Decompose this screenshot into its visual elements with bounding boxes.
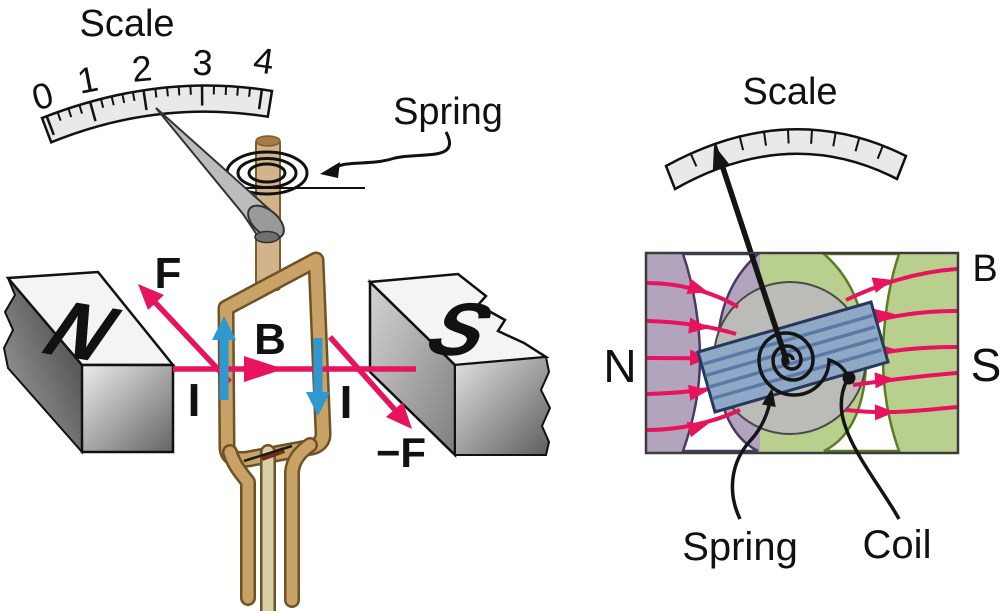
field-vector-B — [173, 356, 416, 382]
coil-leader-line — [839, 379, 901, 520]
wire-splice — [260, 447, 286, 461]
scale-number-2: 2 — [130, 47, 154, 90]
wire-connection-line — [243, 444, 293, 463]
force-vector-negF — [327, 335, 412, 429]
current-label-left: I — [188, 374, 201, 426]
magnet-north-block: N — [2, 270, 176, 455]
rod-top-cap — [255, 135, 281, 147]
scale-number-1: 1 — [74, 58, 101, 102]
force-vector-F — [138, 284, 233, 384]
north-label-right: N — [603, 340, 636, 392]
field-arrowhead-icon — [244, 356, 284, 382]
right-coil-label: Coil — [863, 523, 932, 567]
left-scale-ticks — [45, 85, 264, 136]
neg-force-arrowhead-icon — [386, 402, 412, 429]
needle-collar — [254, 230, 280, 244]
left-scale-band — [40, 84, 274, 144]
spring-leader-line — [730, 395, 773, 520]
current-label-right: I — [340, 376, 353, 428]
right-scale-band — [664, 128, 908, 191]
south-label-right: S — [971, 339, 1000, 391]
current-up-arrowhead-icon — [212, 316, 236, 340]
scale-number-0: 0 — [27, 74, 58, 119]
magnet-south-front-face — [454, 355, 552, 456]
needle-hub — [247, 204, 285, 240]
scale-number-3: 3 — [192, 42, 214, 84]
field-label-left: B — [254, 315, 286, 364]
magnet-north-side-face — [2, 277, 83, 455]
coil-windings — [702, 313, 882, 401]
field-label-right: B — [972, 248, 997, 290]
spiral-spring-icon — [757, 331, 848, 397]
scale-number-4: 4 — [251, 39, 277, 82]
right-scale-title: Scale — [742, 71, 837, 113]
right-scale-ticks — [689, 129, 884, 167]
current-arrow-down — [306, 338, 330, 416]
lead-wire-left — [224, 446, 254, 604]
force-arrowhead-icon — [138, 284, 164, 310]
housing-border — [644, 251, 960, 455]
magnet-south-top-face — [367, 272, 550, 367]
right-needle-arrowhead-icon — [712, 145, 730, 171]
left-galvanometer-mechanism: Scale 0 1 — [2, 3, 552, 611]
right-needle — [718, 159, 790, 365]
current-arrow-up — [212, 316, 236, 400]
magnet-north-pole-face — [80, 363, 175, 454]
spring-leader-arrowhead-icon — [320, 162, 340, 178]
right-galvanometer-cross-section: Scale — [603, 71, 1000, 569]
right-spring-label: Spring — [682, 525, 798, 569]
force-up-label: F — [155, 249, 182, 298]
lead-wire-right — [286, 439, 316, 606]
current-loop — [217, 251, 332, 611]
current-down-arrowhead-icon — [306, 392, 330, 416]
force-down-label: −F — [376, 429, 426, 476]
field-line-arrowheads-left — [686, 278, 710, 438]
field-lines-right — [845, 267, 958, 415]
left-spring-label: Spring — [393, 91, 503, 133]
left-scale-title: Scale — [79, 3, 174, 45]
magnet-south-block: S — [367, 272, 552, 458]
spring-leader-arrowhead-icon-right — [761, 388, 776, 407]
spring-leader-arrow — [333, 131, 451, 170]
